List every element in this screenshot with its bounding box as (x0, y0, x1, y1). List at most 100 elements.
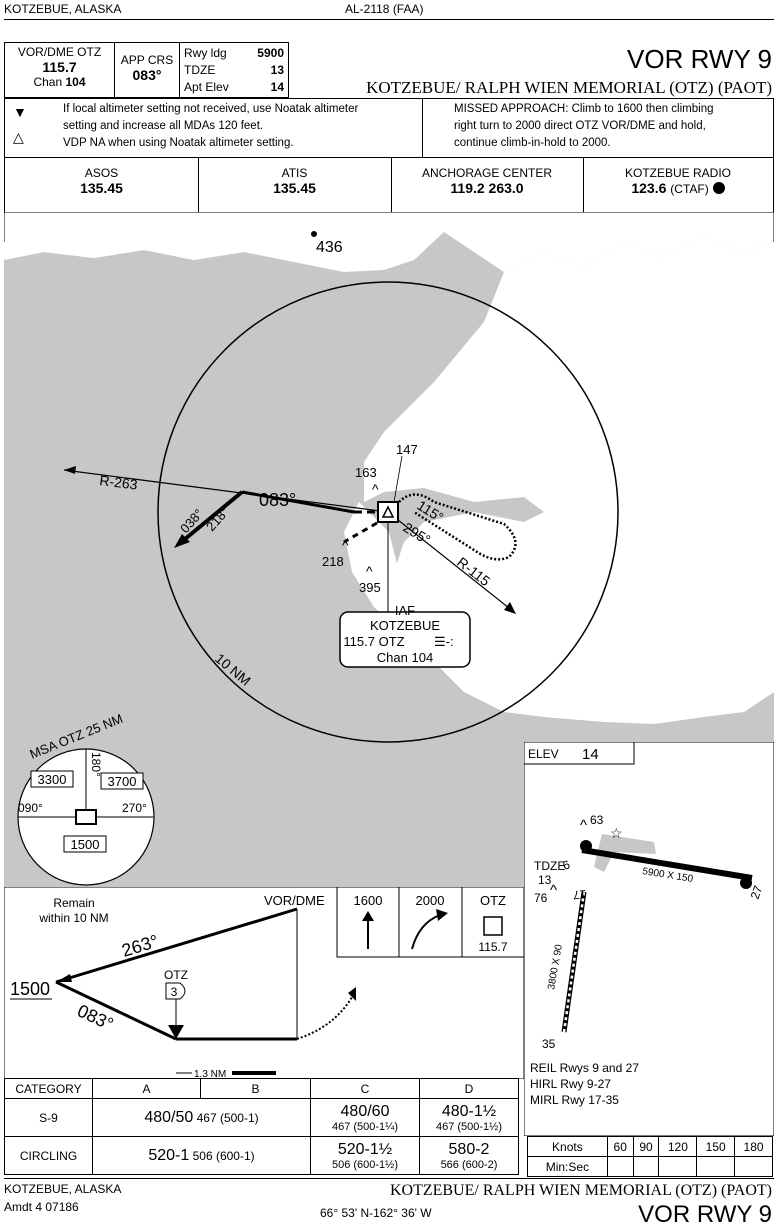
iaf-name: KOTZEBUE (370, 618, 440, 633)
feeder-route (177, 490, 244, 546)
final-course (241, 490, 355, 514)
comm-asos: ASOS 135.45 (80, 166, 123, 196)
morse-code-icon: ☰-: (434, 634, 454, 649)
vordme-icon (377, 501, 399, 523)
msa-270: 270° (122, 801, 147, 815)
apt-elev-value: 14 (270, 80, 284, 94)
turn-arrow-icon (411, 914, 441, 950)
otz-vor-icon (483, 916, 503, 936)
ad-obst-63: 63 (590, 813, 604, 827)
ad-tdze: 13 (538, 873, 552, 887)
msa-alt-3300: 3300 (38, 772, 67, 787)
rw27-label: 27 (748, 883, 766, 901)
star-icon: ☆ (610, 825, 623, 841)
knots-label: Knots (527, 1136, 608, 1157)
chan-line: Chan 104 (33, 75, 86, 89)
svg-text:^: ^ (580, 817, 587, 834)
ad-elev-label: ELEV (528, 747, 559, 761)
profile-dist: 1.3 NM (194, 1069, 226, 1079)
hdr-a: A (92, 1078, 201, 1099)
ten-nm-ring (157, 281, 619, 743)
profile-remain-2: within 10 NM (38, 911, 108, 925)
airport-diagram: ELEV 14 ^ 63 ☆ TDZE 13 76 ^ 9 27 17 35 5… (524, 742, 774, 1136)
plan-view: 436 ^ 163 147 ^ 218 ^ 395 R-263 083° 038… (4, 212, 774, 888)
hdr-b: B (200, 1078, 311, 1099)
profile-remain: Remain (53, 896, 94, 910)
profile-inbound (55, 980, 177, 1041)
fix-arrow-icon (168, 1025, 184, 1039)
airport-name: KOTZEBUE/ RALPH WIEN MEMORIAL (OTZ) (PAO… (366, 78, 772, 97)
svg-text:^: ^ (550, 882, 557, 899)
missed-1: MISSED APPROACH: Climb to 1600 then clim… (454, 103, 714, 115)
runway-info-box: Rwy ldg 5900 TDZE 13 Apt Elev 14 (179, 42, 289, 98)
profile-outbound (55, 907, 298, 984)
comm-anchorage: ANCHORAGE CENTER 119.2 263.0 (421, 166, 552, 196)
tdze-value: 13 (270, 63, 284, 77)
row-s9-label: S-9 (4, 1098, 93, 1137)
minsec-label: Min:Sec (527, 1156, 608, 1177)
hdr-d: D (419, 1078, 519, 1099)
svg-text:^: ^ (366, 563, 373, 579)
missed-2: right turn to 2000 direct OTZ VOR/DME an… (454, 120, 706, 132)
msa-alt-3700: 3700 (108, 774, 137, 789)
ma-otz-freq: 115.7 (478, 940, 507, 954)
apt-elev-label: Apt Elev (184, 80, 229, 94)
nav-label: VOR/DME OTZ (17, 45, 102, 59)
label-r263: R-263 (99, 472, 139, 493)
footer-coords: 66° 53' N-162° 36' W (320, 1206, 432, 1220)
obst-395: 395 (359, 580, 381, 595)
footer-airport: KOTZEBUE/ RALPH WIEN MEMORIAL (OTZ) (PAO… (389, 1182, 772, 1199)
triangle-a-icon: △ (13, 129, 24, 145)
lighting-icon (712, 182, 725, 194)
missed-3: continue climb-in-hold to 2000. (454, 137, 611, 149)
circ-ab: 520-1 506 (600-1) (92, 1136, 311, 1175)
profile-otz: OTZ (164, 968, 188, 982)
iaf-box (339, 611, 471, 668)
iaf-freq: 115.7 OTZ (343, 634, 404, 649)
header-location: KOTZEBUE, ALASKA (4, 2, 122, 16)
profile-alt: 1500 (10, 979, 50, 999)
msa-alt-1500: 1500 (71, 837, 100, 852)
rw9-label: 9 (560, 857, 571, 873)
comm-atis: ATIS 135.45 (273, 166, 316, 196)
light-1: REIL Rwys 9 and 27 (530, 1061, 639, 1075)
s9-ab: 480/50 467 (500-1) (92, 1098, 311, 1137)
app-crs-label: APP CRS (120, 53, 174, 67)
nav-freq: 115.7 (42, 59, 77, 75)
ramp-area (594, 834, 656, 872)
light-3: MIRL Rwy 17-35 (530, 1093, 619, 1107)
radial-115 (387, 511, 515, 613)
label-crs083: 083° (259, 490, 296, 510)
msa-090: 090° (18, 801, 43, 815)
ad-tdze-label: TDZE (534, 859, 565, 873)
ma-1600: 1600 (354, 893, 383, 908)
hdr-c: C (310, 1078, 420, 1099)
obst-163-caret: ^ (372, 481, 379, 497)
ad-obst-76: 76 (534, 891, 548, 905)
footer-amdt: Amdt 4 07186 (4, 1200, 79, 1214)
tdze-label: TDZE (184, 63, 216, 77)
chart-title: VOR RWY 9 (627, 44, 772, 74)
row-circling-label: CIRCLING (4, 1136, 93, 1175)
obst-218: 218 (322, 554, 344, 569)
light-2: HIRL Rwy 9-27 (530, 1077, 611, 1091)
nav-freq-box: VOR/DME OTZ 115.7 Chan 104 (4, 42, 115, 98)
note-2: setting and increase all MDAs 120 feet. (63, 120, 264, 132)
iaf-chan: Chan 104 (377, 650, 433, 665)
obst-436: 436 (316, 239, 343, 256)
obst-163: 163 (355, 465, 377, 480)
profile-fix: 3 (171, 985, 178, 999)
obst-147: 147 (396, 442, 418, 457)
comms-row: ASOS 135.45 ATIS 135.45 ANCHORAGE CENTER… (4, 157, 774, 213)
profile-view: 1600 2000 OTZ 115.7 Remain within 10 NM … (4, 887, 524, 1079)
chart-id: AL-2118 (FAA) (345, 2, 424, 16)
holding-pattern (398, 493, 517, 561)
ma-otz: OTZ (480, 893, 506, 908)
footer-location: KOTZEBUE, ALASKA (4, 1182, 122, 1196)
spot-elev-dot (311, 231, 317, 237)
ad-elev: 14 (582, 746, 599, 763)
rwy-ldg-value: 5900 (257, 46, 284, 60)
